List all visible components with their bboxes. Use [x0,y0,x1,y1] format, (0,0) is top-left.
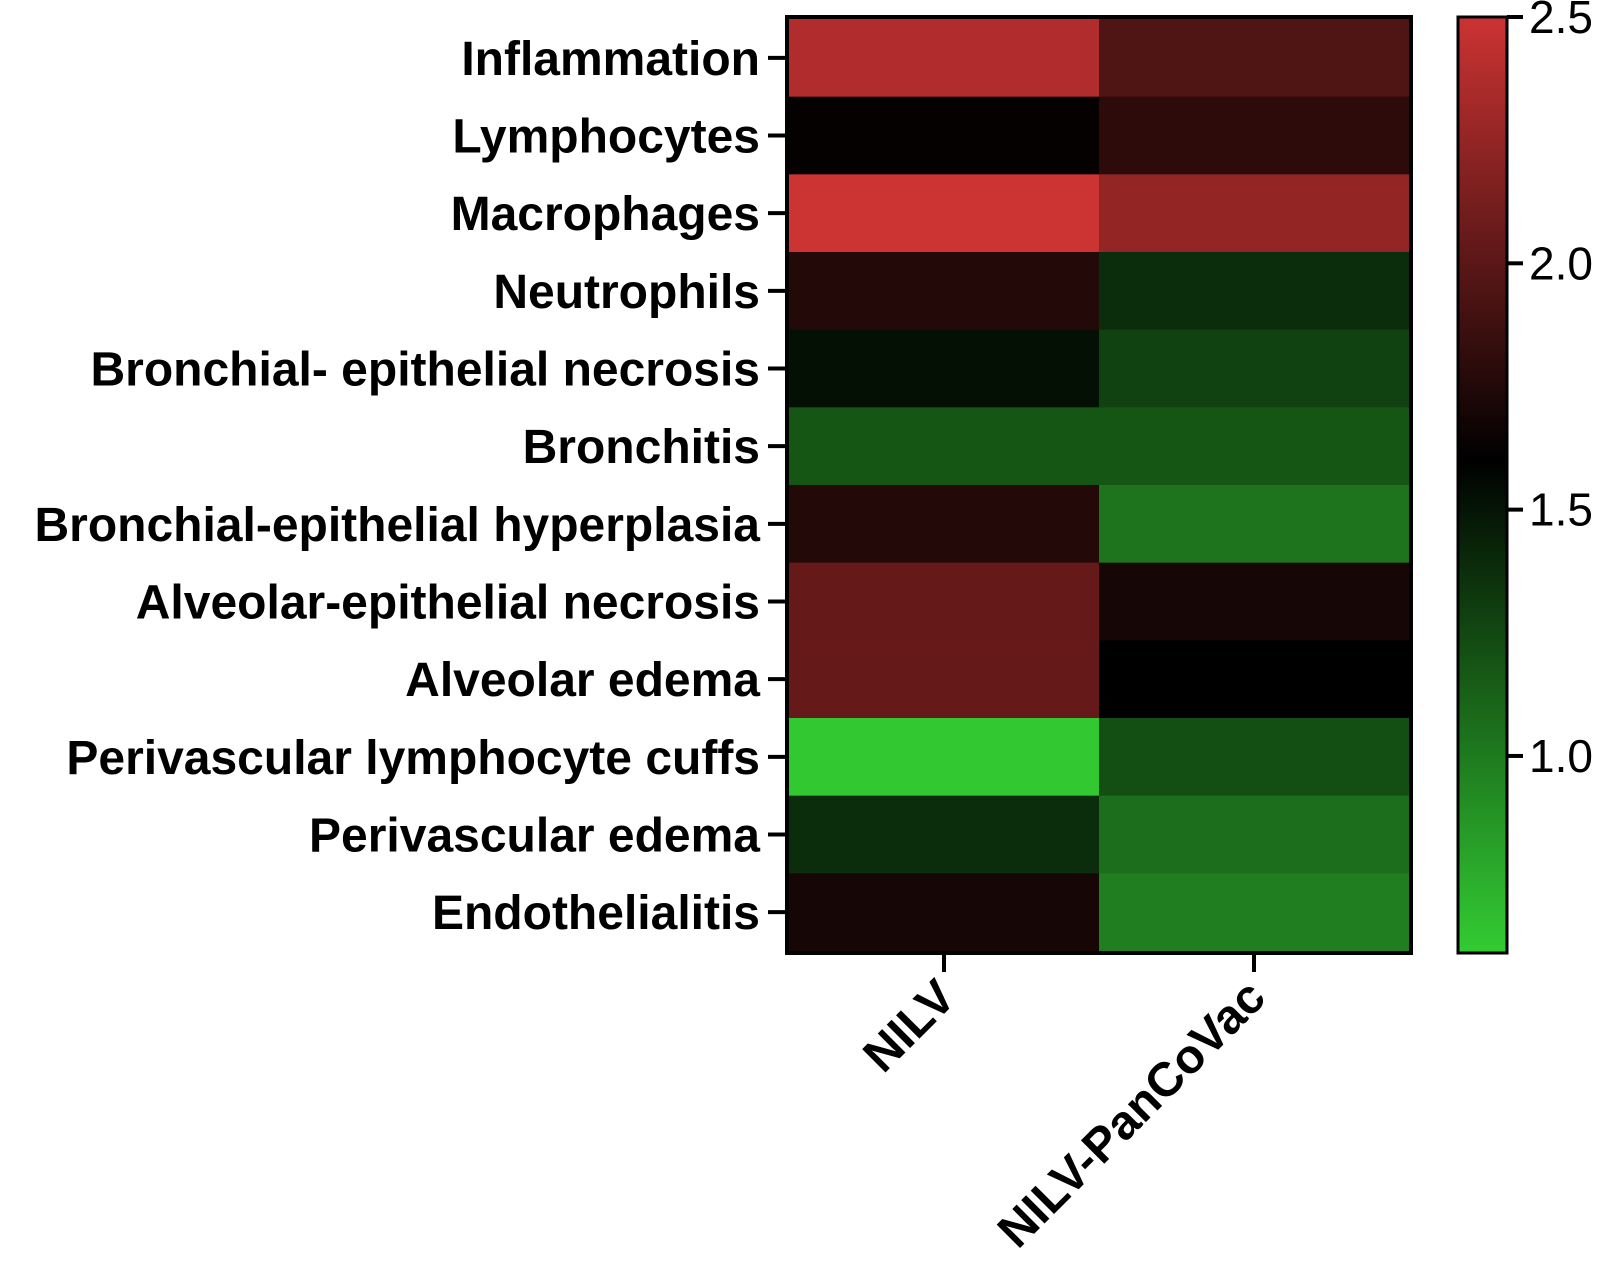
heatmap-cell [789,407,1100,486]
row-label: Inflammation [461,33,760,86]
row-labels: InflammationLymphocytesMacrophagesNeutro… [34,33,787,940]
row-label: Bronchitis [523,421,760,474]
heatmap-cell [1099,174,1410,253]
heatmap-cell [1099,252,1410,331]
heatmap-cells [789,19,1410,952]
row-label: Perivascular lymphocyte cuffs [66,732,760,785]
row-label: Alveolar edema [405,654,760,707]
heatmap-cell [1099,718,1410,797]
heatmap-cell [1099,329,1410,408]
heatmap-cell [789,640,1100,719]
heatmap-cell [789,485,1100,564]
heatmap-frame [785,15,1413,955]
heatmap-cell [1099,485,1410,564]
column-label: NILV-PanCoVac [988,970,1276,1258]
row-label: Bronchial-epithelial hyperplasia [34,499,760,552]
heatmap-cell [1099,562,1410,641]
row-label: Neutrophils [493,266,760,319]
heatmap-cell [789,718,1100,797]
heatmap-cell [1099,96,1410,175]
heatmap-cell [789,174,1100,253]
heatmap-cell [1099,795,1410,874]
heatmap-cell [789,562,1100,641]
heatmap-cell [1099,873,1410,952]
colorbar-gradient [1456,15,1509,955]
colorbar-tick-label: 1.0 [1529,730,1593,782]
heatmap-cell [789,96,1100,175]
heatmap-cell [789,795,1100,874]
column-label: NILV [854,970,966,1082]
heatmap-cell [1099,640,1410,719]
row-label: Bronchial- epithelial necrosis [90,344,760,397]
row-label: Endothelialitis [432,887,760,940]
row-label: Lymphocytes [452,111,760,164]
colorbar: 2.5 2.0 1.5 1.0 [1456,0,1593,955]
heatmap-cell [789,19,1100,98]
heatmap-cell [1099,19,1410,98]
heatmap-cell [789,873,1100,952]
row-label: Alveolar-epithelial necrosis [136,577,760,630]
heatmap-cell [1099,407,1410,486]
row-label: Macrophages [451,188,760,241]
colorbar-tick-label: 2.0 [1529,237,1593,289]
colorbar-tick-label: 2.5 [1529,0,1593,43]
colorbar-tick-label: 1.5 [1529,484,1593,536]
row-label: Perivascular edema [309,810,760,863]
heatmap-cell [789,329,1100,408]
heatmap-cell [789,252,1100,331]
colorbar-ticks: 2.5 2.0 1.5 1.0 [1507,0,1593,782]
